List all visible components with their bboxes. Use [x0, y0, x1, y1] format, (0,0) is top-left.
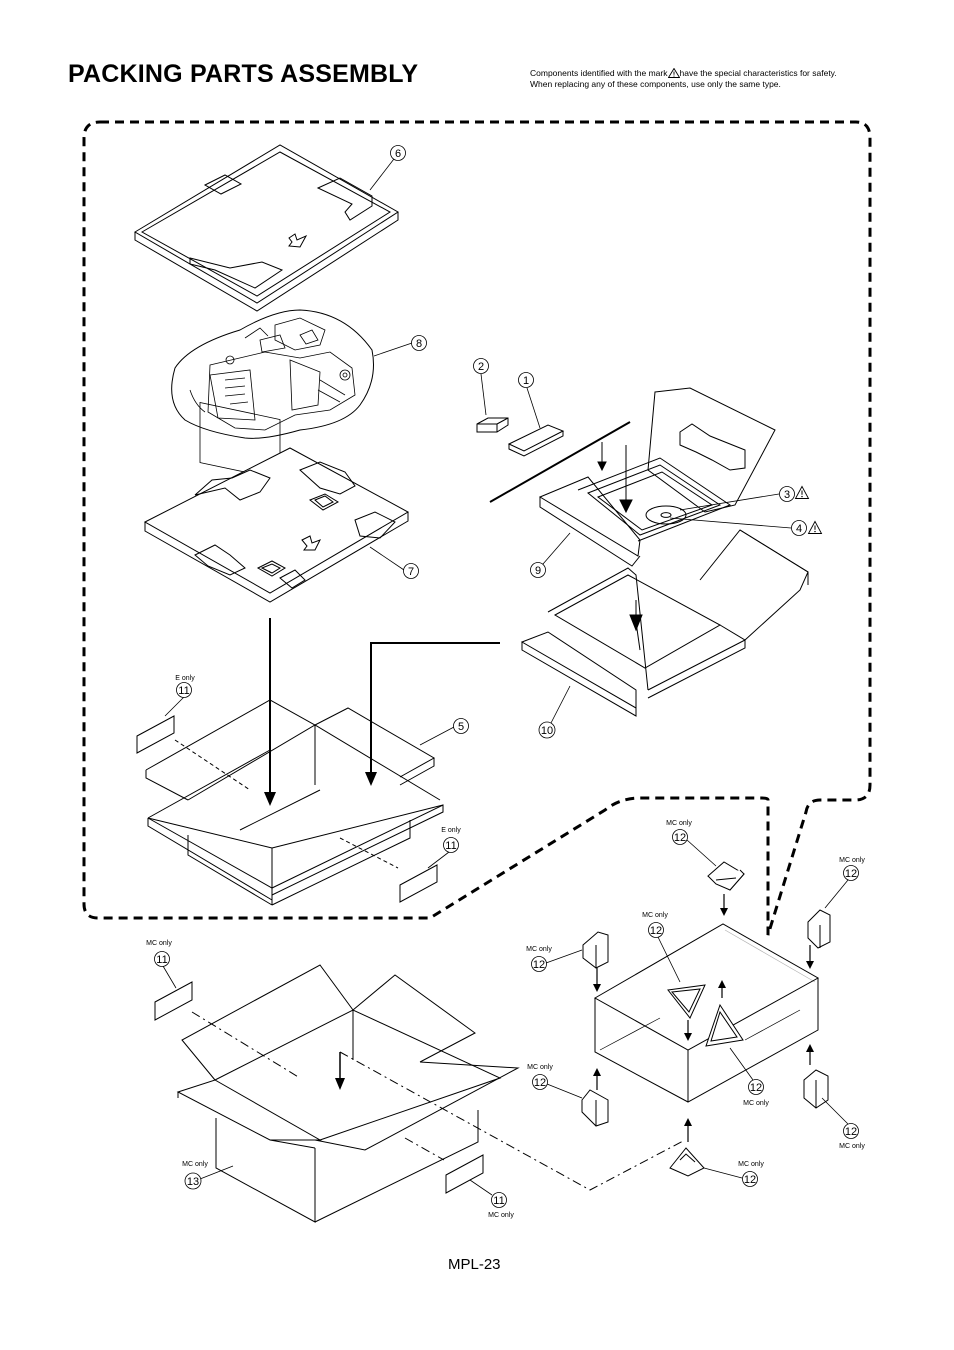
- svg-text:MC only: MC only: [738, 1161, 764, 1168]
- svg-text:12: 12: [674, 832, 686, 844]
- callout-1: 1: [518, 372, 541, 429]
- part-11-label-left: [136, 715, 251, 791]
- svg-text:5: 5: [458, 721, 464, 733]
- part-12-corner-pad-left-upper: [582, 931, 609, 969]
- callout-4: 4: [669, 517, 822, 536]
- svg-text:12: 12: [744, 1174, 756, 1186]
- svg-text:12: 12: [534, 1077, 546, 1089]
- safety-note: Components identified with the mark have …: [530, 68, 837, 90]
- callout-5: 5: [419, 718, 469, 746]
- safety-warning-icon: [808, 521, 822, 534]
- part-12-corner-pad-right-upper: [807, 909, 831, 949]
- part-11-label-right: [339, 837, 438, 903]
- svg-text:12: 12: [845, 868, 857, 880]
- part-7-bottom-cushion: [143, 447, 410, 603]
- callout-12-center-a: MC only 12: [642, 912, 681, 983]
- part-13-outer-carton: [176, 964, 520, 1223]
- svg-text:12: 12: [650, 925, 662, 937]
- callout-6: 6: [369, 145, 406, 191]
- arrow-head-2: [365, 772, 377, 786]
- part-10-accessory-box: [520, 529, 809, 717]
- callout-12-bottom: MC only 12: [703, 1161, 764, 1187]
- arrow-head-1: [264, 792, 276, 806]
- svg-text:8: 8: [416, 338, 422, 350]
- safety-note-line2: When replacing any of these components, …: [530, 79, 781, 89]
- part-8-camera-in-bag: [171, 309, 374, 481]
- part-12-corner-pad-center-b: [705, 1003, 744, 1047]
- arrow-accessory-into-box: [370, 642, 500, 778]
- svg-text:MC only: MC only: [526, 946, 552, 953]
- svg-text:E only: E only: [175, 675, 195, 682]
- part-12-corner-pad-center-a: [667, 984, 706, 1019]
- svg-text:MC only: MC only: [839, 1143, 865, 1150]
- callout-2: 2: [473, 358, 489, 416]
- part-6-top-cushion: [134, 144, 399, 312]
- svg-text:MC only: MC only: [743, 1100, 769, 1107]
- svg-text:12: 12: [750, 1082, 762, 1094]
- arrow-head-3: [335, 1078, 345, 1090]
- callout-13: MC only 13: [182, 1161, 234, 1190]
- svg-text:11: 11: [445, 840, 456, 852]
- callout-11-mc-left: MC only 11: [146, 940, 177, 989]
- part-12-corner-pad-top: [707, 861, 745, 891]
- callout-8: 8: [373, 335, 427, 357]
- enclosure-dashed-outline: [82, 120, 872, 936]
- svg-text:13: 13: [187, 1176, 199, 1188]
- svg-text:MC only: MC only: [839, 857, 865, 864]
- callout-11-e-right: E only 11: [427, 827, 461, 869]
- svg-text:MC only: MC only: [666, 820, 692, 827]
- safety-note-line1-post: have the special characteristics for saf…: [679, 68, 837, 78]
- svg-text:MC only: MC only: [488, 1212, 514, 1219]
- inner-box-with-corner-pads: [593, 923, 820, 1103]
- safety-warning-icon: [795, 486, 809, 499]
- callout-12-left-upper: MC only 12: [526, 946, 583, 972]
- part-11-label-mc-left: [154, 981, 301, 1079]
- svg-text:1: 1: [523, 375, 529, 387]
- callout-9: 9: [530, 532, 571, 578]
- svg-text:12: 12: [533, 959, 545, 971]
- safety-note-line1-pre: Components identified with the mark: [530, 68, 668, 78]
- callout-11-e-left: E only 11: [164, 675, 195, 717]
- svg-text:12: 12: [845, 1126, 857, 1138]
- part-1-accessory-pack: [507, 424, 565, 457]
- svg-text:MC only: MC only: [527, 1064, 553, 1071]
- svg-text:MC only: MC only: [146, 940, 172, 947]
- svg-text:7: 7: [408, 566, 414, 578]
- part-12-corner-pad-bottom: [669, 1147, 705, 1177]
- svg-text:11: 11: [493, 1195, 504, 1207]
- callout-12-right-upper: MC only 12: [824, 857, 865, 909]
- svg-text:11: 11: [178, 685, 189, 697]
- page-label: MPL-23: [448, 1256, 501, 1273]
- svg-text:10: 10: [541, 725, 553, 737]
- callout-12-left-lower: MC only 12: [527, 1064, 583, 1099]
- callout-11-mc-right: 11 MC only: [469, 1179, 514, 1219]
- svg-text:9: 9: [535, 565, 541, 577]
- part-5-carton-box: [145, 699, 444, 906]
- svg-text:MC only: MC only: [642, 912, 668, 919]
- safety-warning-icon: [667, 68, 680, 78]
- svg-text:2: 2: [478, 361, 484, 373]
- callout-3: 3: [679, 486, 809, 511]
- part-11-label-mc-right: [404, 1137, 484, 1194]
- part-12-corner-pad-left-lower: [581, 1089, 609, 1127]
- callout-7: 7: [369, 546, 419, 579]
- svg-text:6: 6: [395, 148, 401, 160]
- callout-12-top: MC only 12: [666, 820, 717, 867]
- svg-text:MC only: MC only: [182, 1161, 208, 1168]
- part-12-corner-pad-right-lower: [803, 1069, 829, 1109]
- svg-text:3: 3: [784, 489, 790, 501]
- callout-10: 10: [538, 685, 571, 739]
- page-title: PACKING PARTS ASSEMBLY: [68, 60, 419, 88]
- dash-dot-connector: [339, 1051, 686, 1191]
- part-9-accessory-tray: [489, 387, 776, 567]
- svg-text:4: 4: [796, 523, 802, 535]
- svg-text:11: 11: [156, 954, 167, 966]
- callout-12-center-b: 12 MC only: [729, 1047, 769, 1107]
- callout-12-right-lower: 12 MC only: [821, 1097, 865, 1150]
- svg-text:E only: E only: [441, 827, 461, 834]
- part-2-small-box: [476, 417, 509, 433]
